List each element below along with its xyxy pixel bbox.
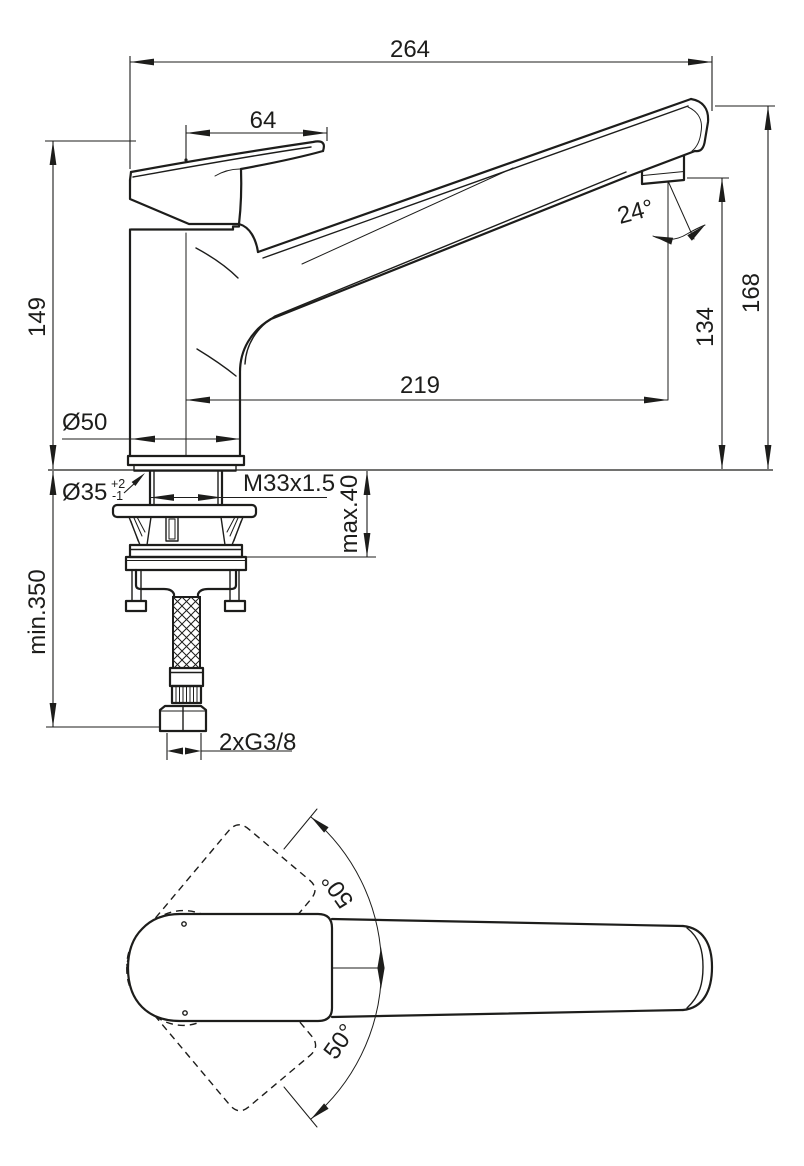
cap-fillet xyxy=(214,168,241,177)
dim-swivel-angle-lower-label: 50° xyxy=(318,1019,361,1064)
dim-hole-tolerance-plus: +2 xyxy=(111,477,125,491)
dim-overall-width-label: 264 xyxy=(390,36,430,63)
hose-ferrule xyxy=(168,666,205,688)
aerator-inner-line xyxy=(642,171,685,176)
body-screw-dot-lower xyxy=(182,1010,188,1016)
dim-spout-tip-height: 168 xyxy=(715,105,775,469)
threaded-shank xyxy=(148,469,224,507)
spout-top-edge xyxy=(256,97,693,254)
hose-spline xyxy=(170,684,203,705)
spout-top-edges xyxy=(330,917,685,1019)
base-flange xyxy=(126,454,246,467)
dim-body-height-label: 149 xyxy=(24,297,51,337)
dim-deck-thickness: max.40 xyxy=(247,471,376,558)
body-top-outline xyxy=(126,912,334,1023)
cap-right-edge xyxy=(237,167,243,226)
threaded-shank-inner xyxy=(153,470,219,506)
spout-tip-chamfer xyxy=(687,106,702,152)
cap-outline xyxy=(128,178,241,226)
dim-deck-thickness-label: max.40 xyxy=(336,475,363,554)
spout-top-silhouette xyxy=(332,919,712,1017)
top-view: 50° 50° xyxy=(105,808,714,1128)
dim-handle-length: 64 xyxy=(185,107,328,159)
handle-lever-top-inner xyxy=(132,146,312,178)
dim-supply-connection: 2xG3/8 xyxy=(166,729,296,760)
dim-thread-label: M33x1.5 xyxy=(243,470,335,497)
claw-washer-hatch xyxy=(130,516,242,542)
dim-hole-tolerance-minus: -1 xyxy=(112,489,123,503)
handle-lever-underside xyxy=(239,149,325,171)
handle-lever-top xyxy=(129,140,325,174)
claw-center-slot xyxy=(165,516,179,542)
clamp-ring-lower xyxy=(124,555,248,572)
claw-center-slot-inner xyxy=(168,518,176,540)
dim-spout-angle: 24° xyxy=(615,180,706,401)
cap-body-step xyxy=(231,222,241,231)
spout-bottom-edge xyxy=(238,174,631,458)
dim-handle-length-label: 64 xyxy=(250,107,277,134)
dim-base-diameter: Ø50 xyxy=(62,409,240,443)
aerator-outline xyxy=(640,154,686,186)
dim-swivel-angle-upper-label: 50° xyxy=(316,868,359,913)
dim-hole-diameter: Ø35 +2 -1 xyxy=(62,473,145,506)
faucet-side-outline xyxy=(126,97,710,472)
dim-hose-clearance-label: min.350 xyxy=(24,569,51,654)
base-flange-lip xyxy=(133,464,237,472)
body-fillet-lower xyxy=(196,348,237,377)
spout-top-inner xyxy=(262,105,689,259)
dim-spout-angle-label: 24° xyxy=(615,194,657,229)
fixing-stud-right xyxy=(229,569,240,602)
dim-spout-reach-label: 219 xyxy=(400,372,440,399)
dim-body-height: 149 xyxy=(24,140,136,469)
clamp-bracket xyxy=(134,568,238,599)
spout-top-tip-inner xyxy=(686,927,704,1009)
spout-tip xyxy=(689,97,710,153)
stud-nut-right xyxy=(223,599,247,613)
clamp-ring-upper xyxy=(128,543,244,559)
spout-top-chamfer xyxy=(301,167,514,265)
dim-thread: M33x1.5 xyxy=(150,470,335,501)
stud-nut-left xyxy=(124,599,148,613)
spout-bottom-inner xyxy=(244,171,627,365)
dim-hose-clearance: min.350 xyxy=(24,471,161,728)
undercounter-assembly xyxy=(111,469,258,733)
dim-overall-width: 264 xyxy=(129,36,713,169)
dim-spout-reach: 219 xyxy=(186,372,668,404)
handle-center-dot xyxy=(184,158,188,162)
body-screw-dot-upper xyxy=(181,921,187,927)
handle-left-edge xyxy=(128,170,133,182)
dim-hole-diameter-label: Ø35 xyxy=(62,479,107,506)
body-fillet-upper xyxy=(195,247,239,279)
claw-washer-edges xyxy=(128,516,244,546)
dim-supply-connection-label: 2xG3/8 xyxy=(219,729,296,756)
braided-hose xyxy=(172,596,201,669)
connection-nut xyxy=(158,704,208,733)
dim-outlet-height: 134 xyxy=(687,177,729,469)
hose-spline-ribs xyxy=(175,686,198,703)
dim-base-diameter-label: Ø50 xyxy=(62,409,107,436)
spout-top-tip xyxy=(681,924,714,1012)
dim-spout-tip-height-label: 168 xyxy=(738,273,765,313)
mounting-plate xyxy=(111,503,258,519)
dim-outlet-height-label: 134 xyxy=(692,307,719,347)
spout-root-corner xyxy=(237,222,260,254)
side-view: 264 64 149 219 24° xyxy=(24,36,775,760)
